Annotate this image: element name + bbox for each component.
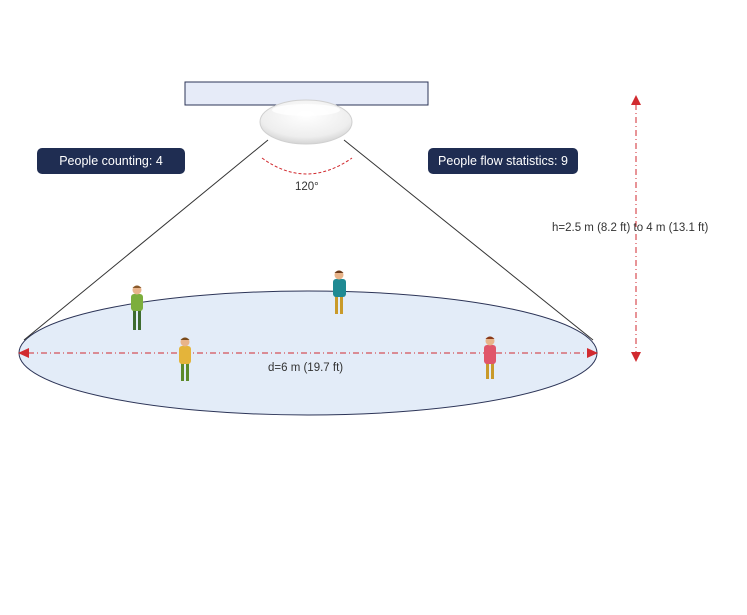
angle-arc xyxy=(261,157,353,175)
people-counting-badge: People counting: 4 xyxy=(37,148,185,174)
height-dimension xyxy=(631,95,641,362)
angle-label: 120° xyxy=(295,181,319,193)
cone-left-edge xyxy=(23,139,269,341)
person-icon xyxy=(179,337,191,381)
people-flow-badge: People flow statistics: 9 xyxy=(428,148,578,174)
person-icon xyxy=(333,270,346,314)
person-icon xyxy=(131,285,143,330)
distance-label: d=6 m (19.7 ft) xyxy=(268,362,344,374)
cone-right-edge xyxy=(343,139,594,341)
ceiling-sensor-icon xyxy=(259,99,353,145)
diameter-dimension xyxy=(18,348,598,358)
height-label: h=2.5 m (8.2 ft) to 4 m (13.1 ft) xyxy=(552,222,709,234)
person-icon xyxy=(484,336,496,379)
